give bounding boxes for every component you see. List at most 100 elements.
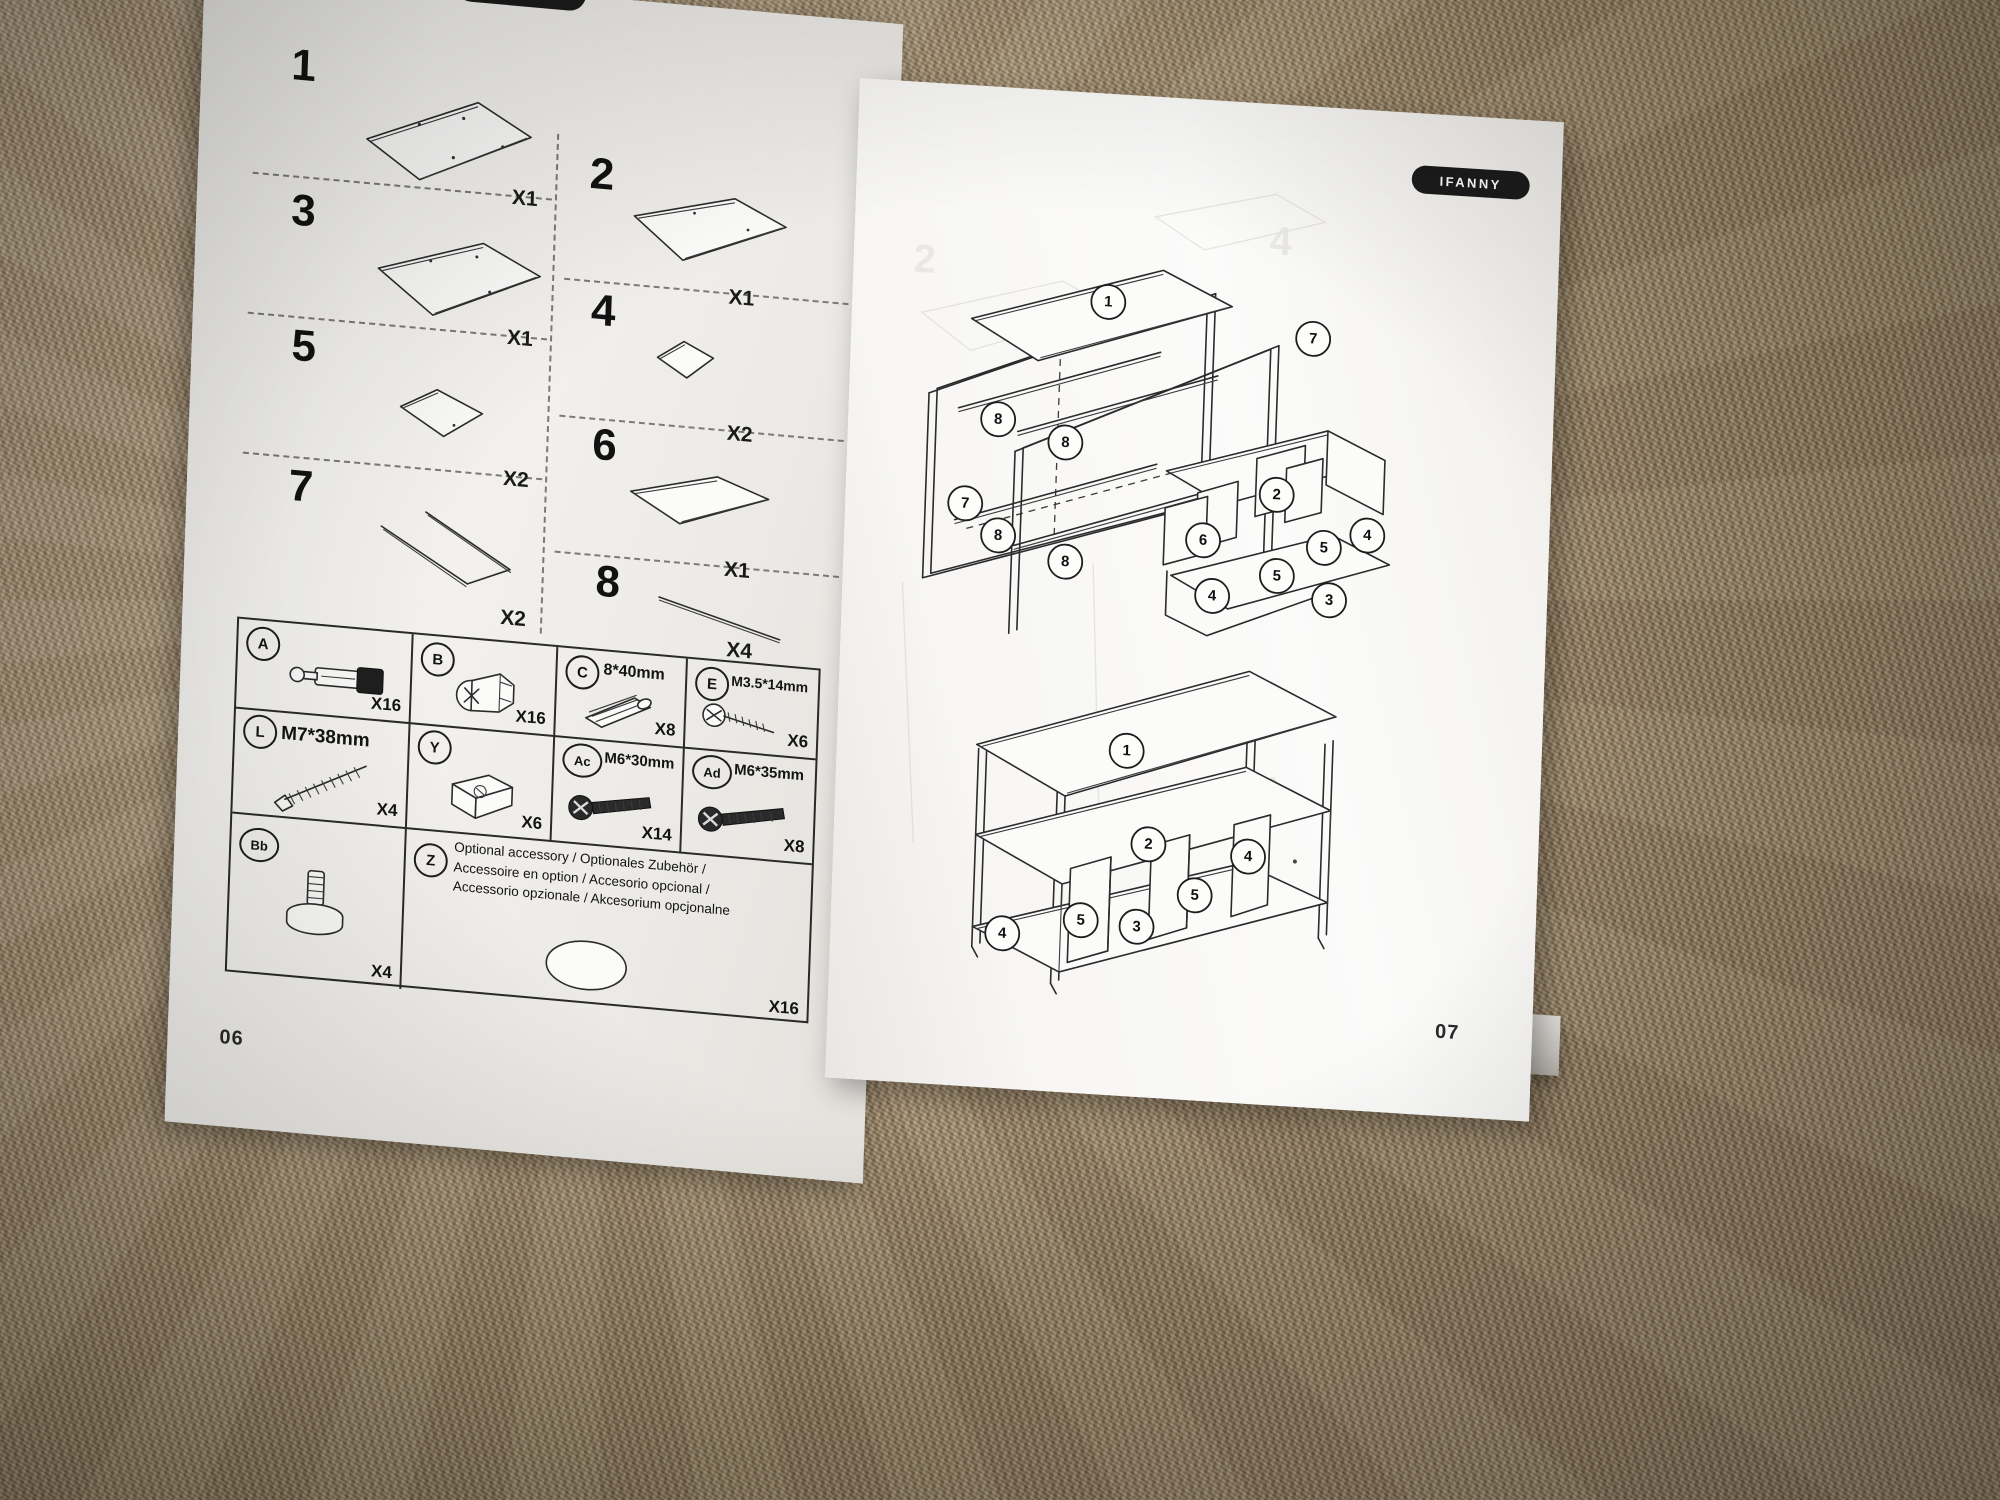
callout-2: 2 bbox=[1258, 476, 1295, 513]
hardware-cell-A: A X16 bbox=[236, 618, 414, 723]
svg-text:5: 5 bbox=[1319, 539, 1328, 557]
hardware-spec-E: M3.5*14mm bbox=[730, 672, 809, 696]
svg-text:4: 4 bbox=[998, 925, 1008, 943]
hardware-cell-Bb: Bb X4 bbox=[226, 811, 407, 990]
callout-3: 3 bbox=[1311, 582, 1347, 619]
svg-text:5: 5 bbox=[1190, 887, 1199, 905]
part-quantity-6: X1 bbox=[723, 557, 751, 584]
left-page: IFANNY 1 X1 2 X1 bbox=[164, 0, 904, 1184]
callout-1: 1 bbox=[1090, 284, 1127, 320]
svg-text:5: 5 bbox=[1076, 911, 1085, 929]
hardware-code-Ac: Ac bbox=[561, 741, 603, 780]
svg-text:4: 4 bbox=[1269, 219, 1293, 264]
svg-text:1: 1 bbox=[1104, 293, 1113, 311]
hardware-code-C: C bbox=[564, 653, 600, 691]
svg-text:7: 7 bbox=[1309, 330, 1318, 348]
svg-text:3: 3 bbox=[1325, 592, 1334, 610]
part-drawing-3 bbox=[371, 228, 549, 339]
part-number-8: 8 bbox=[594, 556, 621, 608]
hardware-count-Ac: X14 bbox=[641, 823, 673, 845]
hardware-cell-Y: Y X6 bbox=[406, 722, 556, 841]
hardware-cell-Ad: Ad M6*35mm X8 bbox=[681, 747, 815, 864]
svg-text:5: 5 bbox=[1272, 567, 1281, 585]
callout-5-a: 5 bbox=[1306, 529, 1342, 566]
hardware-count-Y: X6 bbox=[521, 812, 543, 834]
hardware-cell-C: C 8*40mm X8 bbox=[555, 647, 688, 747]
part-number-6: 6 bbox=[591, 419, 618, 471]
part-quantity-2: X1 bbox=[728, 285, 755, 311]
hardware-spec-Ac: M6*30mm bbox=[604, 749, 675, 773]
part-quantity-3: X1 bbox=[506, 325, 534, 352]
wooden-dowel-icon bbox=[585, 694, 652, 729]
part-number-4: 4 bbox=[590, 285, 617, 337]
callout-8-d: 8 bbox=[1047, 543, 1084, 580]
part-drawing-8 bbox=[652, 588, 793, 648]
hardware-count-Z: X16 bbox=[768, 996, 800, 1019]
part-number-5: 5 bbox=[290, 320, 317, 372]
svg-text:4: 4 bbox=[1363, 527, 1373, 545]
grid-divider bbox=[242, 451, 543, 481]
hardware-cell-B: B X16 bbox=[410, 634, 559, 736]
hardware-cell-E: E M3.5*14mm X6 bbox=[685, 659, 819, 759]
cam-bolt-icon bbox=[289, 666, 384, 695]
hardware-code-L: L bbox=[242, 713, 278, 751]
part-number-1: 1 bbox=[290, 39, 317, 92]
svg-text:8: 8 bbox=[1061, 553, 1070, 571]
part-drawing-1 bbox=[357, 86, 540, 202]
assembled-callout-2: 2 bbox=[1130, 826, 1167, 863]
callout-8-a: 8 bbox=[980, 401, 1017, 438]
long-screw-icon bbox=[273, 765, 367, 812]
page-number-left: 06 bbox=[219, 1025, 245, 1051]
assembled-callout-3: 3 bbox=[1118, 908, 1155, 945]
callout-6: 6 bbox=[1185, 522, 1221, 559]
part-number-2: 2 bbox=[589, 148, 616, 200]
exploded-assembly-diagram: 1 7 8 8 7 8 8 2 4 6 5 5 4 3 bbox=[921, 269, 1391, 637]
assembled-furniture-diagram: 1 2 4 5 5 3 4 bbox=[970, 670, 1337, 995]
svg-text:2: 2 bbox=[913, 237, 937, 282]
svg-text:8: 8 bbox=[994, 410, 1003, 428]
hardware-spec-C: 8*40mm bbox=[603, 661, 666, 684]
part-drawing-5 bbox=[393, 380, 490, 450]
callout-7-left: 7 bbox=[947, 485, 984, 522]
hardware-count-Bb: X4 bbox=[370, 961, 393, 983]
part-quantity-7: X2 bbox=[499, 605, 527, 632]
part-drawing-7 bbox=[371, 503, 534, 607]
callout-8-c: 8 bbox=[980, 517, 1017, 554]
callout-7-right: 7 bbox=[1295, 320, 1332, 357]
svg-text:1: 1 bbox=[1122, 742, 1131, 760]
corner-bracket-icon bbox=[450, 774, 514, 820]
hardware-code-A: A bbox=[245, 625, 281, 663]
hardware-count-L: X4 bbox=[376, 799, 398, 821]
machine-bolt-icon bbox=[568, 795, 652, 821]
hardware-code-Ad: Ad bbox=[691, 753, 733, 791]
part-quantity-5: X2 bbox=[502, 466, 530, 493]
part-quantity-1: X1 bbox=[511, 185, 538, 212]
part-quantity-4: X2 bbox=[726, 421, 753, 447]
right-page: IFANNY 2 4 BBA bbox=[825, 78, 1564, 1122]
page-number-right: 07 bbox=[1434, 1020, 1460, 1045]
hardware-cell-L: L M7*38mm X4 bbox=[232, 706, 411, 828]
machine-bolt-icon bbox=[697, 806, 786, 832]
hardware-parts-table: A X16 B X16 bbox=[224, 616, 821, 1024]
part-number-3: 3 bbox=[290, 185, 317, 237]
hardware-count-Ad: X8 bbox=[783, 835, 805, 857]
leveling-foot-icon bbox=[285, 869, 344, 936]
hardware-cell-Ac: Ac M6*30mm X14 bbox=[551, 735, 685, 852]
svg-text:3: 3 bbox=[1132, 918, 1141, 936]
grid-divider-vertical bbox=[539, 133, 560, 634]
cam-lock-icon bbox=[455, 673, 515, 713]
assembled-callout-1: 1 bbox=[1108, 732, 1145, 769]
svg-text:4: 4 bbox=[1208, 587, 1218, 605]
part-drawing-6 bbox=[623, 463, 775, 546]
hardware-code-Z: Z bbox=[413, 841, 449, 879]
assembled-callout-4-right: 4 bbox=[1230, 838, 1266, 875]
svg-text:4: 4 bbox=[1244, 848, 1254, 866]
felt-pad-icon bbox=[545, 940, 627, 991]
svg-text:7: 7 bbox=[961, 495, 970, 513]
svg-text:8: 8 bbox=[994, 527, 1003, 545]
part-drawing-2 bbox=[626, 185, 794, 290]
hardware-count-E: X6 bbox=[787, 730, 809, 752]
part-number-7: 7 bbox=[287, 460, 315, 512]
svg-text:6: 6 bbox=[1199, 532, 1208, 550]
